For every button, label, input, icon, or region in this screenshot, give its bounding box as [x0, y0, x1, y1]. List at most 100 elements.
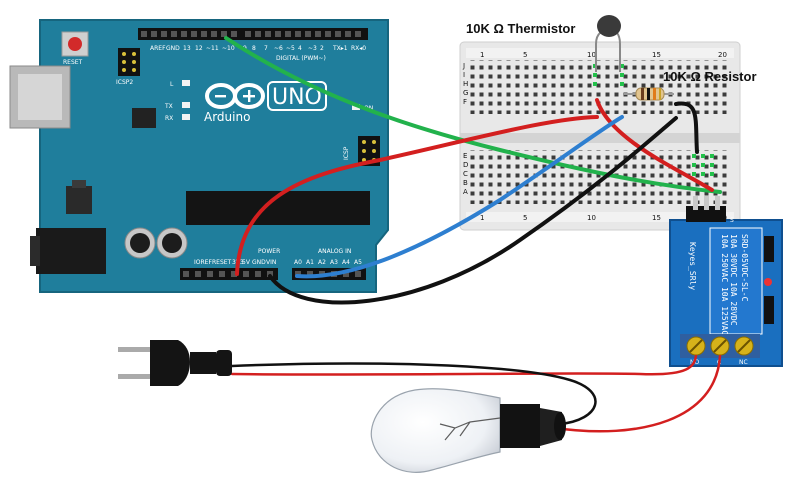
pin-a2-label: A2	[318, 259, 326, 266]
row-label: H	[463, 80, 468, 88]
wire-red-jumper	[595, 98, 714, 192]
pin-7-label: 7	[264, 45, 268, 52]
power-pin-labels: IOREF RESET 3V3 5V GND VIN	[194, 259, 276, 266]
thermistor	[595, 15, 621, 72]
arduino-uno-board: RESET ICSP2 AREF GND 1	[9, 19, 389, 293]
usb-chip	[132, 108, 156, 128]
relay-cube	[709, 227, 763, 335]
relay-transistor	[764, 236, 774, 262]
pin-3-label: ~3	[308, 45, 317, 52]
relay-model-label: SRD-05VDC-SL-C	[740, 234, 749, 302]
col-label: 1	[480, 214, 484, 222]
wire-blue-a0	[295, 115, 624, 279]
relay-terminal-no[interactable]	[686, 336, 706, 356]
pin-5v-label: 5V	[242, 259, 251, 266]
power-plug	[118, 340, 232, 386]
pin-6-label: ~6	[274, 45, 283, 52]
voltage-regulator	[66, 186, 92, 214]
pin-10-label: ~10	[222, 45, 235, 52]
col-label: 15	[652, 51, 661, 59]
arduino-logo	[205, 83, 265, 109]
pin-5-label: ~5	[286, 45, 295, 52]
relay-terminal-nc[interactable]	[734, 336, 754, 356]
thermistor-label: 10K Ω Thermistor	[466, 21, 575, 36]
pin-a3-label: A3	[330, 259, 338, 266]
row-label: A	[463, 188, 468, 196]
col-label: 15	[652, 214, 661, 222]
pin-vin-label: VIN	[266, 259, 276, 266]
wire-black-gnd-b	[674, 101, 699, 154]
pin-rx0-label: RX◂0	[351, 45, 366, 52]
analog-label: ANALOG IN	[318, 248, 351, 255]
relay-led	[764, 278, 772, 286]
row-label: D	[463, 161, 468, 169]
resistor	[624, 87, 674, 101]
digital-label: DIGITAL (PWM~)	[276, 55, 326, 62]
pin-4-label: 4	[298, 45, 302, 52]
resistor-label: 10K Ω Resistor	[663, 69, 757, 84]
breadboard-center-channel	[460, 133, 740, 143]
led-l-label: L	[170, 81, 174, 88]
pin-a1-label: A1	[306, 259, 314, 266]
relay-brand-label: Keyes_SRly	[688, 242, 697, 290]
pin-gnd-label: GND	[252, 259, 266, 266]
relay-terminal-c[interactable]	[710, 336, 730, 356]
model-label: UNO	[272, 85, 322, 110]
pin-13-label: 13	[183, 45, 191, 52]
col-label: 1	[480, 51, 484, 59]
wire-red-5v	[235, 115, 599, 276]
pin-2-label: 2	[320, 45, 324, 52]
digital-header	[138, 28, 368, 40]
reset-label: RESET	[63, 59, 83, 66]
wires	[224, 36, 722, 433]
pin-12-label: 12	[195, 45, 203, 52]
col-label: 10	[587, 214, 596, 222]
row-label: E	[463, 152, 467, 160]
col-label: 10	[587, 51, 596, 59]
wire-red-c	[553, 354, 722, 433]
uno-badge	[267, 81, 327, 111]
relay-rating-2: 10A 30VDC 10A 28VDC	[729, 234, 738, 326]
wire-red-no	[230, 354, 698, 376]
brand-label: Arduino	[204, 110, 250, 124]
pin-gnd-label: GND	[166, 45, 180, 52]
row-label: C	[463, 170, 468, 178]
pin-reset-label: RESET	[212, 259, 232, 266]
pin-a0-label: A0	[294, 259, 302, 266]
reset-button-cap	[68, 37, 82, 51]
col-label: 5	[523, 214, 527, 222]
relay-diode	[764, 296, 774, 324]
row-label: G	[463, 89, 468, 97]
digital-pin-labels: AREF GND 13 12 ~11 ~10 ~9 8 7 ~6 ~5 4 ~3…	[150, 45, 366, 52]
icsp-label: ICSP	[343, 146, 350, 160]
row-label: B	[463, 179, 468, 187]
led-tx-label: TX	[164, 103, 173, 110]
light-bulb	[370, 388, 566, 473]
relay-s-label: S	[730, 217, 734, 224]
col-label: 20	[718, 51, 727, 59]
pin-aref-label: AREF	[150, 45, 166, 52]
pin-tx1-label: TX▸1	[332, 45, 348, 52]
wire-green-signal	[224, 36, 722, 194]
analog-pin-labels: A0 A1 A2 A3 A4 A5	[294, 259, 362, 266]
icsp2-header	[118, 48, 140, 76]
relay-rating-1: 10A 250VAC 10A 125VAC	[720, 234, 729, 335]
pin-a4-label: A4	[342, 259, 350, 266]
pin-ioref-label: IOREF	[194, 259, 212, 266]
dc-jack	[36, 228, 106, 274]
relay-nc-label: NC	[739, 359, 748, 366]
row-label: I	[463, 71, 465, 79]
wire-black-plug	[230, 362, 597, 426]
pin-8-label: 8	[252, 45, 256, 52]
pin-a5-label: A5	[354, 259, 362, 266]
icsp2-label: ICSP2	[116, 79, 133, 86]
power-header	[180, 268, 278, 280]
relay-module: S LED Keyes_SRly SRD-05VDC-SL-C 10A 250V…	[669, 196, 783, 367]
icsp-header	[358, 136, 380, 166]
row-label: J	[462, 62, 465, 70]
pin-11-label: ~11	[206, 45, 219, 52]
relay-led-label: LED	[750, 213, 762, 220]
